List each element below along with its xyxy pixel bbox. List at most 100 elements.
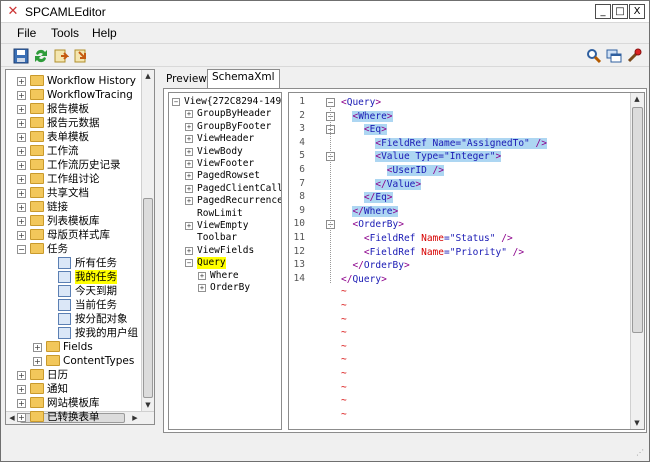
expand-icon[interactable]: +	[185, 246, 193, 255]
expand-icon[interactable]: +	[17, 385, 26, 394]
scroll-left-icon[interactable]: ◀	[9, 414, 15, 422]
tree-item[interactable]: 当前任务	[6, 298, 142, 312]
tree-item[interactable]: +用户信息列表	[6, 424, 142, 425]
folder-icon	[30, 117, 44, 128]
tree-item[interactable]: +报告模板	[6, 102, 142, 116]
expand-icon[interactable]: +	[198, 271, 206, 280]
code-content: </Eq>	[363, 192, 393, 204]
expand-icon[interactable]: +	[33, 343, 42, 352]
tree-item[interactable]: +共享文档	[6, 186, 142, 200]
expand-icon[interactable]: +	[17, 91, 26, 100]
expand-icon[interactable]: +	[185, 147, 193, 156]
expand-icon[interactable]: +	[17, 77, 26, 86]
tree-item[interactable]: +WorkflowTracing	[6, 88, 142, 102]
close-button[interactable]: X	[629, 4, 645, 19]
find-icon[interactable]	[586, 48, 602, 64]
collapse-icon[interactable]: −	[172, 98, 180, 106]
expand-icon[interactable]: +	[17, 147, 26, 156]
expand-icon[interactable]: +	[185, 222, 193, 230]
tree-item[interactable]: +网站模板库	[6, 396, 142, 410]
tree-item[interactable]: +日历	[6, 368, 142, 382]
maximize-button[interactable]: □	[612, 4, 628, 19]
tree-item-label: 按分配对象	[75, 313, 128, 325]
tree-item[interactable]: +通知	[6, 382, 142, 396]
tree-item[interactable]: 按分配对象	[6, 312, 142, 326]
expand-icon[interactable]: +	[17, 203, 26, 212]
code-line: </OrderBy>	[341, 259, 409, 272]
menu-tools[interactable]: Tools	[51, 26, 80, 40]
import-icon[interactable]	[53, 48, 69, 64]
export-icon[interactable]	[73, 48, 89, 64]
tree-item[interactable]: +已转换表单	[6, 410, 142, 424]
code-token: <	[386, 165, 393, 176]
expand-icon[interactable]: +	[17, 119, 26, 128]
expand-icon[interactable]: +	[185, 197, 193, 206]
expand-icon[interactable]: +	[185, 122, 193, 131]
tree-item[interactable]: +工作流	[6, 144, 142, 158]
expand-icon[interactable]: +	[185, 135, 193, 144]
expand-icon[interactable]: +	[198, 284, 206, 292]
code-token: Query	[346, 97, 376, 108]
xml-editor[interactable]: ▲ ▼ 1−<Query>2− <Where>3− <Eq>4 <FieldRe…	[288, 92, 645, 430]
line-number: 8	[299, 191, 305, 203]
tree-item[interactable]: +工作流历史记录	[6, 158, 142, 172]
expand-icon[interactable]: +	[185, 184, 193, 193]
expand-icon[interactable]: +	[33, 357, 42, 366]
tree-item[interactable]: +链接	[6, 200, 142, 214]
folder-icon	[30, 369, 44, 380]
save-icon[interactable]	[13, 48, 29, 64]
collapse-icon[interactable]: −	[185, 259, 193, 268]
tree-item[interactable]: + 表单模板	[6, 130, 142, 144]
expand-icon[interactable]: +	[185, 110, 193, 119]
code-token: Value	[386, 178, 416, 190]
menu-file[interactable]: File	[17, 26, 37, 40]
refresh-icon[interactable]	[33, 48, 49, 64]
windows-icon[interactable]	[606, 48, 622, 64]
expand-icon[interactable]: +	[17, 161, 26, 170]
minimize-button[interactable]: _	[595, 4, 611, 19]
settings-icon[interactable]	[626, 48, 642, 64]
scroll-right-icon[interactable]: ▶	[132, 414, 138, 422]
tree-item[interactable]: +工作组讨论	[6, 172, 142, 186]
expand-icon[interactable]: +	[185, 160, 193, 168]
tab-preview[interactable]: Preview	[166, 73, 207, 85]
editor-scroll-thumb[interactable]	[632, 107, 643, 333]
tree-item[interactable]: 按我的用户组	[6, 326, 142, 340]
menu-help[interactable]: Help	[92, 26, 117, 40]
tree-item[interactable]: − 任务	[6, 242, 142, 256]
editor-scroll-down-icon[interactable]: ▼	[634, 419, 640, 427]
expand-icon[interactable]: +	[185, 172, 193, 181]
tree-item[interactable]: +ContentTypes	[6, 354, 142, 368]
editor-scroll-up-icon[interactable]: ▲	[634, 95, 640, 103]
expand-icon[interactable]: +	[17, 217, 26, 226]
tree-item[interactable]: 我的任务	[6, 270, 142, 284]
tree-item[interactable]: 今天到期	[6, 284, 142, 298]
tree-item[interactable]: + Workflow History	[6, 74, 142, 88]
schema-node-label: ViewFields	[197, 244, 255, 256]
expand-icon[interactable]: +	[17, 399, 26, 408]
scroll-up-icon[interactable]: ▲	[145, 72, 151, 80]
tree-vertical-scrollbar[interactable]: ▲ ▼	[141, 70, 154, 424]
folder-icon	[30, 131, 44, 142]
expand-icon[interactable]: +	[17, 189, 26, 198]
tab-schemaxml[interactable]: SchemaXml	[207, 69, 280, 89]
tree-item[interactable]: +列表模板库	[6, 214, 142, 228]
editor-vertical-scrollbar[interactable]: ▲ ▼	[630, 93, 644, 429]
collapse-icon[interactable]: −	[17, 245, 26, 254]
scroll-down-icon[interactable]: ▼	[145, 401, 151, 409]
expand-icon[interactable]: +	[17, 105, 26, 114]
tree-item-label: 任务	[47, 243, 68, 255]
expand-icon[interactable]: +	[17, 231, 26, 240]
tree-item[interactable]: +报告元数据	[6, 116, 142, 130]
expand-icon[interactable]: +	[17, 175, 26, 184]
scroll-thumb[interactable]	[143, 198, 153, 398]
expand-icon[interactable]: +	[17, 133, 26, 142]
tree-item[interactable]: 所有任务	[6, 256, 142, 270]
tree-item-label: 表单模板	[47, 131, 89, 143]
tree-item[interactable]: +母版页样式库	[6, 228, 142, 242]
expand-icon[interactable]: +	[17, 413, 26, 422]
tree-item-label: Workflow History	[47, 75, 136, 87]
tree-item[interactable]: +Fields	[6, 340, 142, 354]
expand-icon[interactable]: +	[17, 371, 26, 380]
resize-grip-icon[interactable]: ⋰	[636, 448, 644, 457]
